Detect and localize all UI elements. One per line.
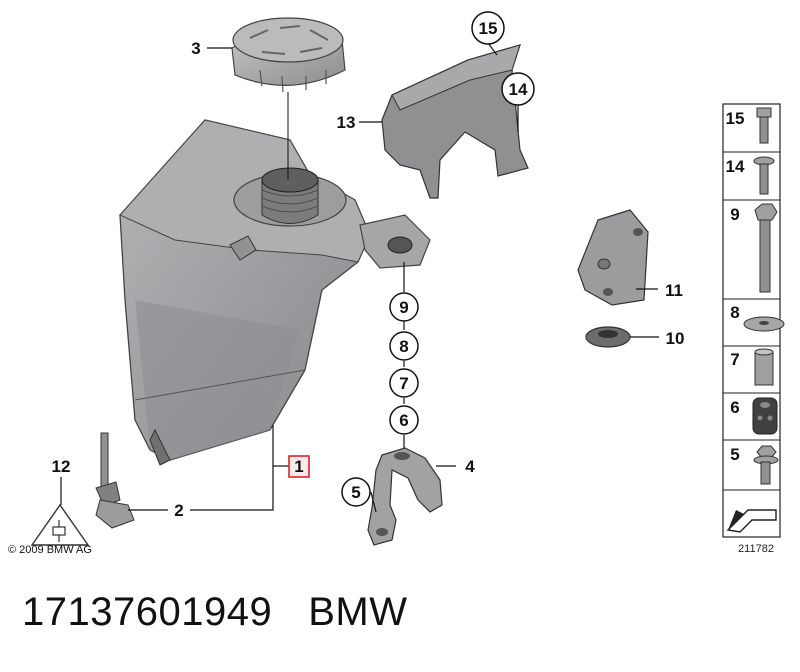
callout-2: 2 (174, 501, 183, 520)
side-panel-label-7: 7 (730, 350, 739, 369)
callout-13: 13 (337, 113, 356, 132)
svg-text:15: 15 (479, 19, 498, 38)
svg-text:7: 7 (399, 374, 408, 393)
callout-11: 11 (665, 281, 683, 300)
callout-10: 10 (666, 329, 685, 348)
callout-8: 8 (389, 331, 419, 361)
callout-4: 4 (465, 457, 475, 476)
bracket-drawing (367, 447, 443, 546)
screw-14-icon (753, 156, 775, 195)
direction-arrow-icon (726, 509, 777, 533)
flange-bolt-5-icon (753, 445, 779, 485)
side-panel-label-6: 6 (730, 398, 739, 417)
side-panel-label-14: 14 (726, 157, 745, 176)
svg-text:9: 9 (399, 298, 408, 317)
level-sensor-drawing (95, 432, 135, 529)
svg-text:5: 5 (351, 483, 360, 502)
callout-15: 15 (471, 11, 505, 45)
svg-text:13: 13 (337, 113, 356, 132)
rubber-mount-6-icon (752, 397, 778, 435)
callout-1-highlighted: 1 (288, 455, 310, 478)
side-panel-label-15: 15 (726, 109, 745, 128)
washer-8-icon (743, 316, 785, 332)
copyright-text: © 2009 BMW AG (8, 544, 92, 556)
svg-text:3: 3 (191, 39, 200, 58)
sleeve-7-icon (754, 348, 774, 386)
hardware-side-panel: 15 14 9 8 7 6 (722, 103, 785, 538)
cap-drawing (231, 17, 346, 93)
svg-text:10: 10 (666, 329, 685, 348)
expansion-tank-drawing (119, 119, 431, 466)
callout-6: 6 (389, 405, 419, 435)
drawing-number: 211782 (738, 543, 774, 555)
part-caption: 17137601949 BMW (22, 590, 407, 635)
side-panel-label-9: 9 (730, 205, 739, 224)
heat-shield-drawing (381, 44, 529, 199)
screw-15-icon (756, 107, 772, 144)
callout-7: 7 (389, 368, 419, 398)
callout-12: 12 (52, 457, 71, 476)
side-panel-label-8: 8 (730, 303, 739, 322)
callout-9: 9 (389, 292, 419, 322)
svg-text:14: 14 (509, 80, 528, 99)
svg-text:4: 4 (465, 457, 475, 476)
svg-text:12: 12 (52, 457, 71, 476)
mount-bracket-drawing (577, 209, 649, 306)
hex-bolt-9-icon (754, 203, 778, 293)
part-number: 17137601949 (22, 590, 273, 634)
warning-triangle-icon (30, 503, 90, 546)
svg-text:2: 2 (174, 501, 183, 520)
svg-text:8: 8 (399, 337, 408, 356)
side-panel-label-5: 5 (730, 445, 739, 464)
svg-text:11: 11 (665, 281, 683, 300)
callout-3: 3 (191, 39, 200, 58)
svg-text:1: 1 (294, 457, 303, 476)
grommet-drawing (585, 326, 631, 348)
callout-5: 5 (341, 477, 371, 507)
callout-14: 14 (501, 72, 535, 106)
brand-name: BMW (308, 590, 408, 634)
svg-text:6: 6 (399, 411, 408, 430)
leader-lines (60, 42, 659, 513)
